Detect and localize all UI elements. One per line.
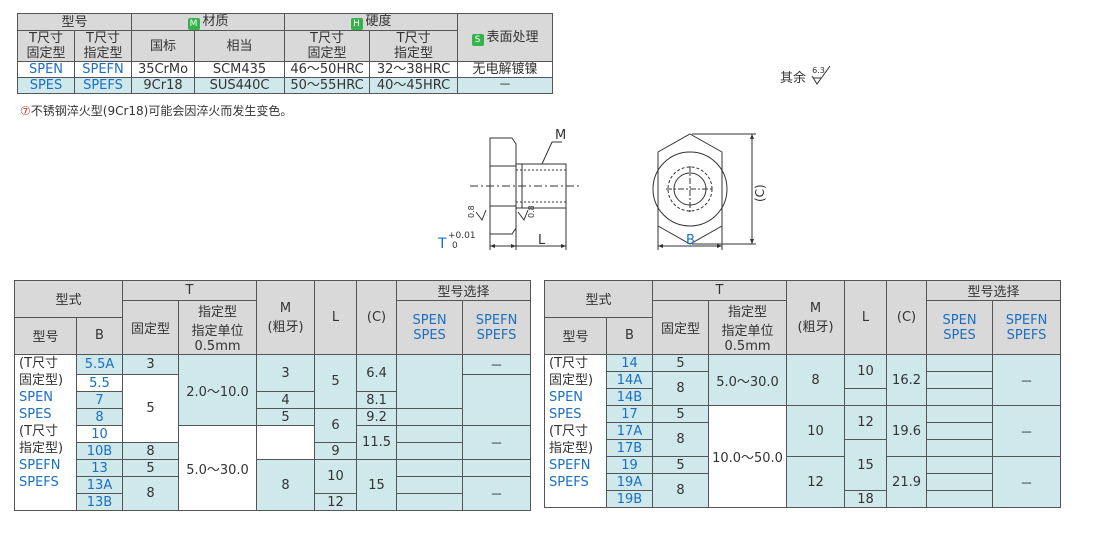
header-hard-fixed: T尺寸固定型 — [284, 30, 371, 62]
header-equivalent: 相当 — [194, 30, 286, 62]
technical-drawing: M T +0.01 0 L B (C) 0.8 0.8 — [437, 128, 767, 252]
table-row: SPEN SPEFN 35CrMo SCM435 46～50HRC 32～38H… — [17, 61, 554, 78]
header-t-spec: T尺寸指定型 — [73, 30, 133, 62]
svg-text:0: 0 — [452, 241, 458, 251]
c-label: (C) — [753, 184, 767, 202]
svg-text:0.8: 0.8 — [467, 205, 476, 218]
note-mark-icon: ⑦ — [20, 104, 31, 118]
hardness-badge-icon: H — [350, 18, 363, 30]
svg-text:0.8: 0.8 — [527, 205, 536, 218]
l-label: L — [538, 233, 546, 248]
header-national: 国标 — [131, 30, 196, 62]
b-label: B — [686, 233, 695, 248]
svg-text:+0.01: +0.01 — [448, 231, 476, 241]
header-t-fixed: T尺寸固定型 — [17, 30, 75, 62]
header-model: 型号 — [16, 13, 133, 31]
m-label: M — [555, 128, 566, 143]
t-label: T — [437, 236, 447, 252]
roughness-note: 其余 6.3 — [780, 66, 832, 86]
note: ⑦不锈钢淬火型(9Cr18)可能会因淬火而发生变色。 — [20, 104, 293, 118]
surface-badge-icon: S — [471, 33, 484, 46]
header-hard-spec: T尺寸指定型 — [369, 30, 459, 62]
material-badge-icon: M — [187, 18, 200, 30]
table-row: SPES SPEFS 9Cr18 SUS440C 50～55HRC 40～45H… — [17, 77, 554, 94]
roughness-icon: 6.3 — [810, 66, 832, 86]
